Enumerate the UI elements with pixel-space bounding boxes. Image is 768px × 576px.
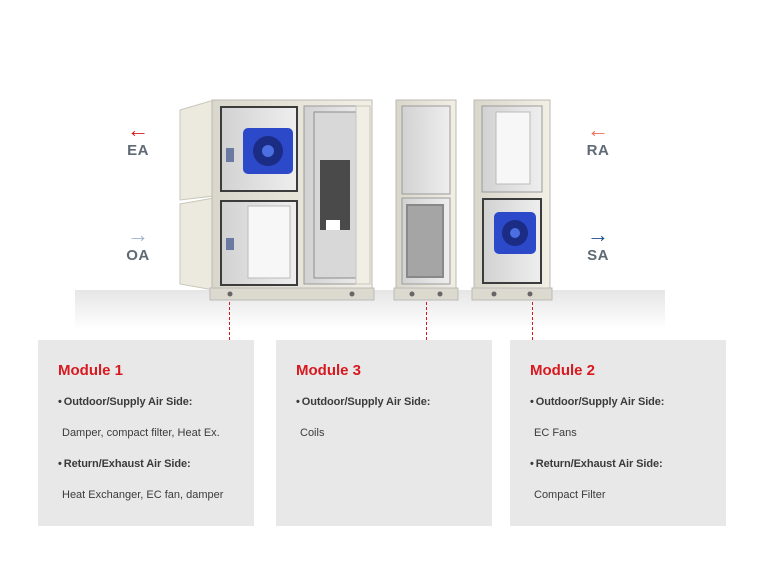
module-1-side-2-heading: Return/Exhaust Air Side: [58, 458, 234, 470]
module-2-unit [471, 99, 553, 301]
arrow-left-icon: ← [127, 117, 149, 142]
module-2-side-1-detail: EC Fans [534, 427, 577, 439]
leader-line-module-1 [229, 302, 230, 340]
flow-ra-label: RA [586, 142, 610, 159]
flow-ea-label: EA [127, 142, 149, 159]
arrow-left-icon: ← [587, 117, 609, 142]
arrow-right-icon: → [127, 222, 149, 247]
module-1-title: Module 1 [58, 362, 124, 379]
module-1-side-1-detail: Damper, compact filter, Heat Ex. [62, 427, 220, 439]
module-2-side-1-heading: Outdoor/Supply Air Side: [530, 396, 706, 408]
flow-sa-label: SA [587, 247, 609, 264]
module-1-card: Module 1 Outdoor/Supply Air Side: Damper… [38, 340, 254, 526]
module-2-side-2-detail: Compact Filter [534, 489, 606, 501]
module-3-unit [393, 99, 459, 301]
module-3-side-1-detail: Coils [300, 427, 325, 439]
leader-line-module-2 [532, 302, 533, 340]
module-1-unit [179, 99, 375, 301]
air-handling-unit-illustration [75, 99, 665, 330]
flow-ra: ← RA [578, 117, 618, 160]
module-2-card: Module 2 Outdoor/Supply Air Side: EC Fan… [510, 340, 726, 526]
leader-line-module-3 [426, 302, 427, 340]
module-2-title: Module 2 [530, 362, 596, 379]
module-3-title: Module 3 [296, 362, 362, 379]
module-3-card: Module 3 Outdoor/Supply Air Side: Coils [276, 340, 492, 526]
module-1-side-2-detail: Heat Exchanger, EC fan, damper [62, 489, 224, 501]
flow-sa: → SA [578, 222, 618, 265]
module-3-side-1-heading: Outdoor/Supply Air Side: [296, 396, 472, 408]
flow-oa-label: OA [126, 247, 150, 264]
module-2-side-2-heading: Return/Exhaust Air Side: [530, 458, 706, 470]
module-1-side-1-heading: Outdoor/Supply Air Side: [58, 396, 234, 408]
flow-ea: ← EA [118, 117, 158, 160]
flow-oa: → OA [118, 222, 158, 265]
arrow-right-icon: → [587, 222, 609, 247]
